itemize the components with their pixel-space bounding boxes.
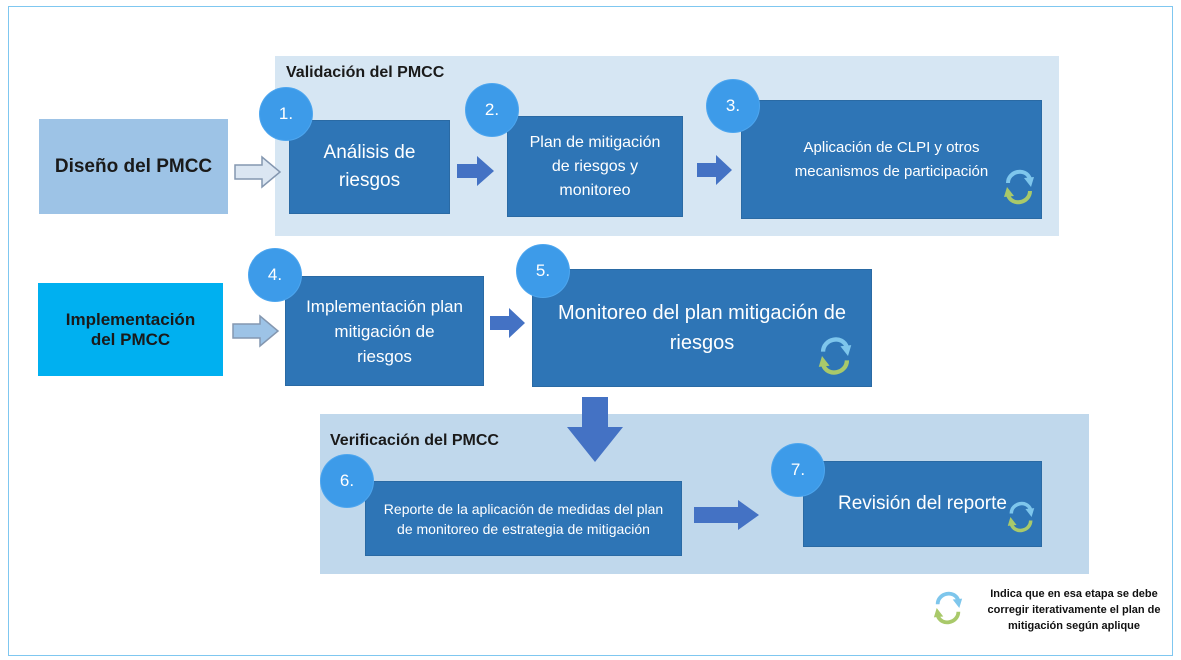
step1-to-step2-arrow <box>457 156 494 186</box>
step-7-label: Revisión del reporte <box>838 493 1007 514</box>
step-5-cycle-arrows-icon <box>818 337 852 375</box>
implementation-to-step4-arrow <box>232 314 280 348</box>
step-5-box: Monitoreo del plan mitigación de riesgos <box>532 269 872 387</box>
step-3-cycle-arrows-icon <box>1004 169 1034 205</box>
design-stage-box: Diseño del PMCC <box>39 119 228 214</box>
step-4-box: Implementación plan mitigación de riesgo… <box>285 276 484 386</box>
step-4-number: 4. <box>249 249 301 301</box>
implementation-stage-box: Implementación del PMCC <box>38 283 223 376</box>
step-7-cycle-arrows-icon <box>1007 501 1035 533</box>
step4-to-step5-arrow <box>490 308 525 338</box>
step-1-number: 1. <box>260 88 312 140</box>
step-3-box: Aplicación de CLPI y otros mecanismos de… <box>741 100 1042 219</box>
step5-to-step6-arrow <box>567 397 623 462</box>
step-2-number: 2. <box>466 84 518 136</box>
step-6-label: Reporte de la aplicación de medidas del … <box>383 500 664 537</box>
step-7-box: Revisión del reporte <box>803 461 1042 547</box>
step-5-number: 5. <box>517 245 569 297</box>
diagram-frame <box>8 6 1173 656</box>
step-1-box: Análisis de riesgos <box>289 120 450 214</box>
design-to-step1-arrow <box>234 155 282 189</box>
step-1-label: Análisis de riesgos <box>323 142 416 191</box>
step-2-box: Plan de mitigación de riesgos y monitore… <box>507 116 683 217</box>
legend-text: Indica que en esa etapa se debe corregir… <box>987 588 1161 632</box>
step-6-number: 6. <box>321 455 373 507</box>
validation-panel-title: Validación del PMCC <box>286 64 445 81</box>
step6-to-step7-arrow <box>694 500 759 530</box>
step-2-label: Plan de mitigación de riesgos y monitore… <box>529 133 661 199</box>
step-4-label: Implementación plan mitigación de riesgo… <box>306 296 463 366</box>
step2-to-step3-arrow <box>697 155 732 185</box>
step-7-number: 7. <box>772 444 824 496</box>
implementation-stage-label: Implementación del PMCC <box>65 309 196 349</box>
verification-panel-title: Verificación del PMCC <box>330 432 499 449</box>
step-5-label: Monitoreo del plan mitigación de riesgos <box>558 302 846 354</box>
step-3-number: 3. <box>707 80 759 132</box>
step-6-box: Reporte de la aplicación de medidas del … <box>365 481 682 556</box>
legend-cycle-arrows-icon <box>933 591 963 625</box>
step-3-label: Aplicación de CLPI y otros mecanismos de… <box>794 138 989 180</box>
